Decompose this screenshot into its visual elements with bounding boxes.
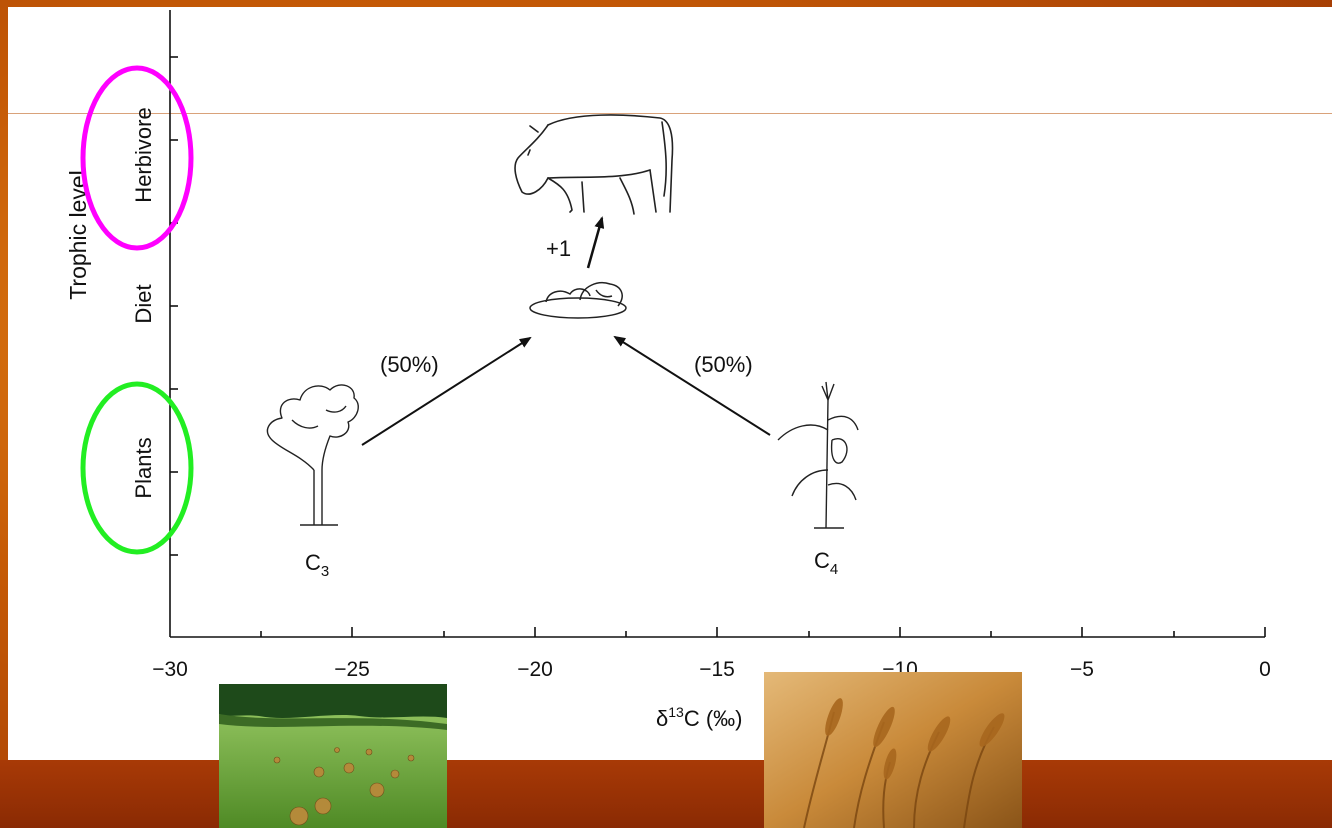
c4-label: C4 — [814, 548, 838, 578]
x-axis-title-prefix: δ — [656, 706, 668, 731]
cow-icon — [514, 114, 674, 215]
title-rule — [8, 113, 1332, 114]
herbivore-highlight-ellipse — [80, 65, 194, 251]
level-label-diet: Diet — [131, 284, 156, 323]
diet-to-herbivore-arrow — [586, 216, 605, 269]
x-axis-title-suffix: C (‰) — [684, 706, 743, 731]
x-tick-label: −15 — [699, 658, 735, 681]
c4-to-diet-arrow — [613, 335, 771, 436]
tree-icon — [266, 384, 359, 526]
figure-panel — [8, 7, 1332, 760]
x-tick-label: 0 — [1259, 658, 1271, 681]
x-tick-labels: −30 −25 −20 −15 −10 −5 0 — [152, 658, 1271, 681]
c3-label-sub: 3 — [321, 563, 329, 580]
wheat-photo — [764, 672, 1022, 828]
hay-field-photo — [219, 684, 447, 828]
c3-label: C3 — [305, 550, 329, 580]
c3-to-diet-arrow — [361, 336, 532, 446]
c4-label-main: C — [814, 548, 830, 573]
food-plate-icon — [529, 282, 627, 319]
x-axis-title-superscript: 13 — [668, 704, 684, 720]
x-axis-title: δ13C (‰) — [656, 704, 742, 731]
x-tick-label: −20 — [517, 658, 553, 681]
axes — [169, 10, 1266, 638]
level-label-herbivore: Herbivore — [131, 107, 156, 202]
x-tick-label: −5 — [1070, 658, 1094, 681]
c3-label-main: C — [305, 550, 321, 575]
c3-share-label: (50%) — [380, 352, 439, 377]
trophic-shift-label: +1 — [546, 236, 571, 261]
x-tick-label: −25 — [334, 658, 370, 681]
x-tick-label: −30 — [152, 658, 188, 681]
plants-highlight-ellipse — [80, 381, 194, 555]
c4-label-sub: 4 — [830, 561, 838, 578]
level-label-plants: Plants — [131, 437, 156, 498]
c4-share-label: (50%) — [694, 352, 753, 377]
corn-plant-icon — [777, 381, 859, 529]
